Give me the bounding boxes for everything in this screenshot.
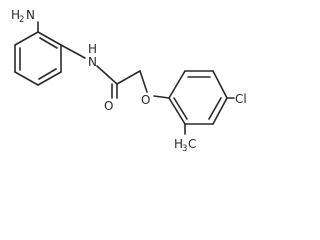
aminophenyl-ring: [14, 31, 62, 86]
amine-n-label: N: [26, 8, 35, 22]
amide-nh-label: H N: [88, 42, 97, 69]
methylene-ether-bond: [139, 70, 148, 93]
ring1-bond-1: [37, 31, 62, 46]
carbonyl-methylene-bond: [116, 70, 141, 85]
ring1-double-2: [38, 68, 57, 80]
amide-n-carbonyl-bond: [96, 65, 118, 85]
ring2-bond-3: [212, 70, 228, 99]
ring1-bond-6: [14, 31, 39, 46]
ring2-bond-1: [168, 70, 186, 99]
ether-o-label: O: [141, 93, 150, 107]
ring2-bond-4: [212, 97, 228, 125]
methyl-h-count: 3: [182, 144, 187, 154]
chloro-label: Cl: [235, 92, 247, 106]
aryl-amide-n-bond: [60, 44, 86, 59]
carbonyl-o-label: O: [104, 99, 113, 113]
chemical-structure-diagram: H 2 N H N O O: [11, 8, 247, 154]
ring1-double-1: [39, 37, 58, 49]
ring1-bond-4: [14, 71, 39, 86]
amide-n-label: N: [88, 55, 97, 69]
chloromethylphenyl-ring: [168, 70, 228, 125]
methyl-c-label: C: [188, 137, 196, 151]
ring2-bond-6: [168, 97, 186, 125]
amine-label: H 2 N: [11, 8, 35, 25]
ring2-double-3: [173, 97, 188, 120]
ring1-bond-3: [37, 71, 62, 86]
ring2-double-2: [208, 97, 222, 120]
methyl-h-label: H: [174, 137, 183, 151]
amine-h-count: 2: [19, 15, 24, 25]
methyl-label: H 3 C: [174, 137, 196, 154]
molecule-drawing: H 2 N H N O O: [11, 8, 247, 154]
ether-aryl-bond: [153, 95, 170, 99]
amine-h-label: H: [11, 8, 20, 22]
amide-h-label: H: [88, 42, 97, 56]
